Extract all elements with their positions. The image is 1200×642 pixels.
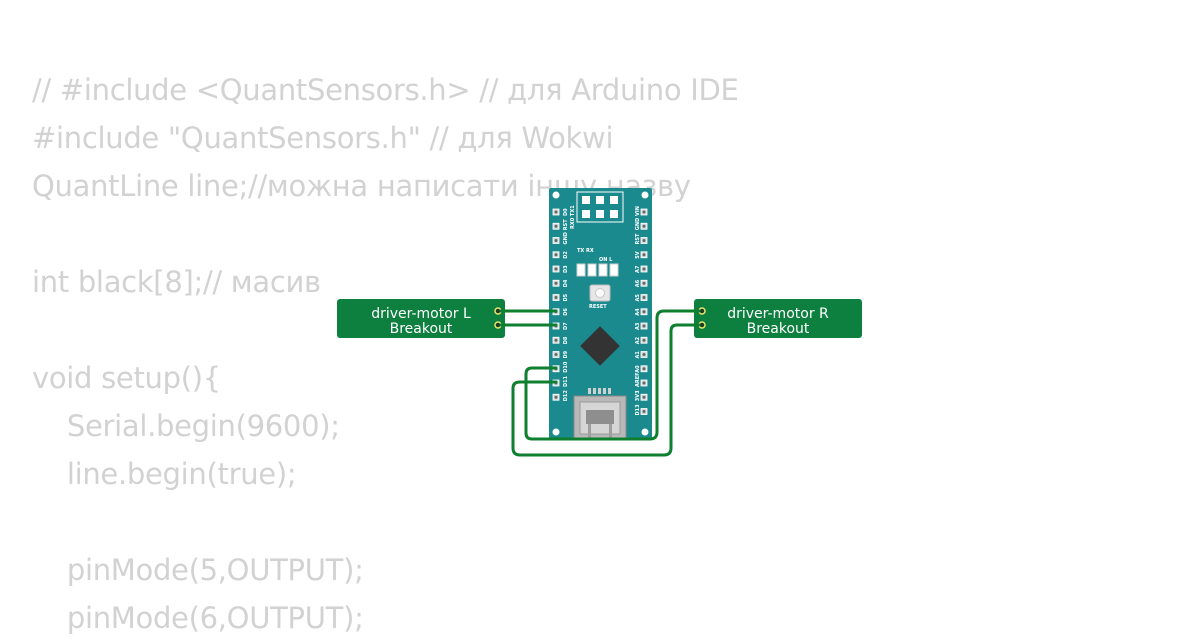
pin-hole: [554, 239, 558, 242]
pin-hole: [642, 210, 646, 214]
code-line: pinMode(5,OUTPUT);: [49, 553, 364, 587]
breakout-right[interactable]: driver-motor R Breakout: [694, 299, 862, 338]
pin-label: D8: [563, 336, 569, 344]
tx-rx-label: TX RX: [577, 248, 594, 254]
pin-label: D7: [563, 322, 569, 330]
pin-label: A0: [635, 365, 641, 373]
pin-label: D12: [563, 390, 569, 402]
mounting-hole: [552, 191, 560, 199]
code-line: int black[8];// масив: [32, 265, 321, 299]
pin-hole: [642, 367, 646, 371]
pin-label: VIN: [635, 206, 641, 216]
board-pcb: [549, 188, 652, 440]
breakout-right-title: driver-motor R: [727, 306, 829, 322]
pin-hole: [642, 410, 646, 413]
breakout-left-body: [337, 299, 505, 338]
breakout-left-subtitle: Breakout: [390, 321, 453, 337]
pin-hole: [554, 338, 558, 342]
pin-hole: [554, 210, 558, 214]
pin-hole: [554, 267, 558, 271]
code-line: #include "QuantSensors.h" // для Wokwi: [32, 121, 614, 155]
wire-right-to-d10[interactable]: [511, 323, 701, 457]
pin-label: D13: [635, 404, 641, 416]
pin-label: D0: [563, 208, 569, 216]
pin-label: D2: [563, 251, 569, 259]
pin-label: RST: [635, 233, 641, 244]
pin-hole: [554, 395, 558, 399]
pin-hole: [642, 381, 646, 385]
pin-label: D3: [563, 265, 569, 273]
mounting-hole: [641, 191, 649, 199]
code-line: void setup(){: [32, 361, 221, 395]
header-label: RX0 TX1: [570, 205, 576, 229]
pin-hole: [642, 239, 646, 242]
wires: [499, 309, 701, 457]
breakout-right-subtitle: Breakout: [747, 321, 810, 337]
pin-label: AREF: [635, 372, 641, 387]
pin-hole: [642, 224, 646, 228]
pin-label: 3V3: [635, 390, 641, 401]
pin-hole: [554, 253, 558, 257]
pin-label: D4: [563, 279, 569, 287]
pin-hole: [554, 296, 558, 299]
code-line: pinMode(6,OUTPUT);: [49, 601, 364, 635]
pin-label: RST: [563, 219, 569, 230]
code-editor-background: // #include <QuantSensors.h> // для Ardu…: [32, 66, 739, 642]
on-l-label: ON L: [599, 257, 613, 263]
pin-hole: [642, 253, 646, 257]
code-line: // #include <QuantSensors.h> // для Ardu…: [32, 73, 739, 107]
code-line: Serial.begin(9600);: [49, 409, 340, 443]
pin-label: A7: [635, 265, 641, 273]
pin-label: A6: [635, 279, 641, 287]
pin-label: A1: [635, 351, 641, 359]
pin-hole: [642, 281, 646, 285]
pin-hole: [554, 281, 558, 285]
code-line: line.begin(true);: [49, 457, 297, 491]
pin-hole: [554, 224, 558, 228]
pin-label: A5: [635, 294, 641, 302]
pin-hole: [642, 296, 646, 299]
pin-hole: [642, 353, 646, 356]
arduino-nano-board[interactable]: RX0 TX1 TX RX ON L RESET: [549, 188, 652, 441]
pin-label: D9: [563, 350, 569, 358]
reset-button-cap: [595, 288, 605, 298]
breakout-left[interactable]: driver-motor L Breakout: [337, 299, 505, 338]
microcontroller-chip: [580, 326, 620, 366]
pin-label: D6: [563, 308, 569, 316]
pin-label: 5V: [635, 251, 641, 258]
pin-label: A2: [635, 336, 641, 344]
pin-label: A4: [635, 308, 641, 316]
pin-label: GND: [635, 218, 641, 230]
breakout-left-title: driver-motor L: [371, 306, 471, 322]
pin-hole: [642, 324, 646, 328]
pin-label: D10: [563, 361, 569, 373]
pin-label: D5: [563, 293, 569, 301]
pin-label: D11: [563, 375, 569, 387]
pin-hole: [642, 395, 646, 399]
pin-label: GND: [563, 232, 569, 244]
mounting-hole: [552, 428, 560, 436]
pin-hole: [642, 267, 646, 271]
mounting-hole: [641, 428, 649, 436]
icsp-pins: [582, 196, 618, 218]
pin-hole: [642, 310, 646, 314]
reset-label: RESET: [589, 304, 607, 310]
pin-label: A3: [635, 322, 641, 330]
breakout-right-body: [694, 299, 862, 338]
status-leds: [576, 263, 619, 277]
wire-right-to-d9[interactable]: [524, 309, 701, 441]
pin-hole: [642, 338, 646, 342]
pin-hole: [554, 353, 558, 356]
usb-connector: [573, 388, 627, 441]
